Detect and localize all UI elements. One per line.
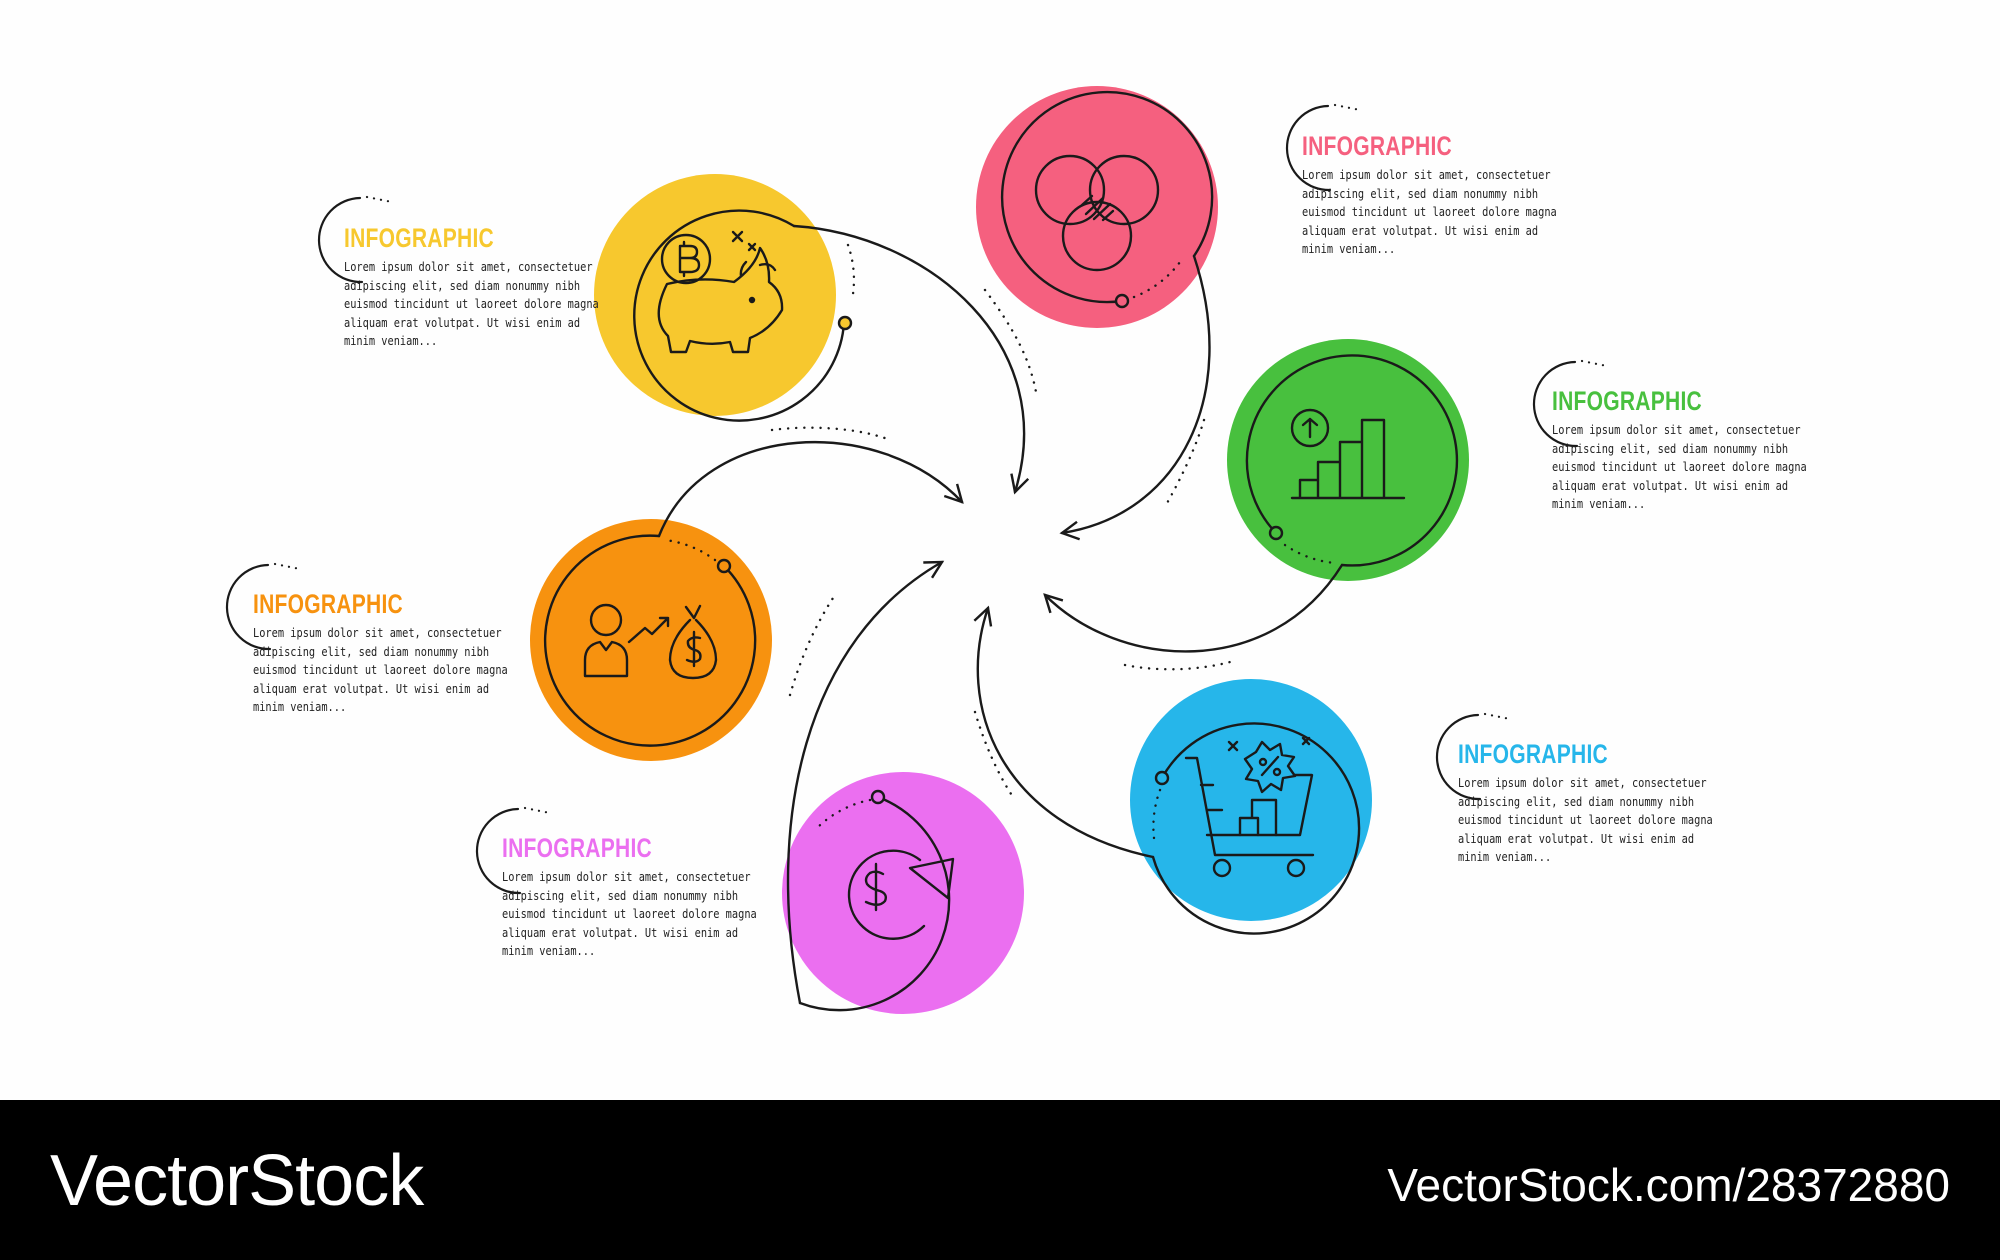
yellow-dotted-link <box>983 288 1038 394</box>
body-blue: Lorem ipsum dolor sit amet, consectetuer… <box>1458 776 1713 864</box>
violet-dotted-arc <box>813 798 872 832</box>
shopping-cart-discount-icon <box>1184 736 1315 878</box>
heading-violet: INFOGRAPHIC <box>502 833 653 863</box>
heading-green: INFOGRAPHIC <box>1552 386 1703 416</box>
pink-circle <box>976 86 1218 328</box>
body-violet: Lorem ipsum dolor sit amet, consectetuer… <box>502 870 757 958</box>
blue-ring <box>1151 722 1361 935</box>
pink-arrow <box>1059 254 1211 541</box>
yellow-ring-dot <box>837 315 853 331</box>
yellow-arrow <box>792 224 1030 495</box>
pink-bracket <box>1285 103 1362 192</box>
orange-bracket <box>225 562 302 651</box>
orange-ring-dot <box>716 558 732 574</box>
orange-circle <box>530 519 772 761</box>
violet-ring <box>798 795 951 1012</box>
text-block-yellow: INFOGRAPHIC Lorem ipsum dolor sit amet, … <box>344 222 624 351</box>
text-block-blue: INFOGRAPHIC Lorem ipsum dolor sit amet, … <box>1458 738 1738 867</box>
green-circle <box>1227 339 1469 581</box>
watermark-footer: VectorStock VectorStock.com/28372880 <box>0 1100 2000 1260</box>
text-block-pink: INFOGRAPHIC Lorem ipsum dolor sit amet, … <box>1302 130 1582 259</box>
green-dotted-link <box>1123 660 1232 671</box>
text-block-orange: INFOGRAPHIC Lorem ipsum dolor sit amet, … <box>253 588 533 717</box>
green-ring <box>1245 354 1459 567</box>
heading-orange: INFOGRAPHIC <box>253 589 404 619</box>
growth-chart-icon <box>1290 408 1406 500</box>
euler-diagram-icon <box>1034 154 1160 272</box>
orange-arrow <box>657 441 964 538</box>
heading-blue: INFOGRAPHIC <box>1458 739 1609 769</box>
pink-ring-dot <box>1114 293 1130 309</box>
green-ring-dot <box>1268 525 1284 541</box>
violet-dotted-link <box>788 593 837 697</box>
dollar-exchange-icon <box>847 849 955 940</box>
green-bracket <box>1532 359 1609 448</box>
violet-circle <box>782 772 1024 1014</box>
cycle-diagram <box>225 86 1609 1014</box>
yellow-dotted-arc <box>846 243 856 302</box>
orange-dotted-link <box>770 426 892 442</box>
orange-ring <box>544 534 757 747</box>
violet-arrow <box>786 560 945 1005</box>
yellow-ring <box>633 209 846 422</box>
yellow-bracket <box>317 195 394 284</box>
violet-ring-dot <box>870 789 886 805</box>
yellow-circle <box>594 174 836 416</box>
body-green: Lorem ipsum dolor sit amet, consectetuer… <box>1552 423 1807 511</box>
body-pink: Lorem ipsum dolor sit amet, consectetuer… <box>1302 168 1557 256</box>
text-block-green: INFOGRAPHIC Lorem ipsum dolor sit amet, … <box>1552 385 1832 514</box>
heading-pink: INFOGRAPHIC <box>1302 131 1453 161</box>
blue-bracket <box>1435 712 1512 801</box>
blue-arrow <box>973 605 1155 859</box>
body-yellow: Lorem ipsum dolor sit amet, consectetuer… <box>344 260 599 348</box>
bitcoin-piggy-bank-icon <box>657 230 784 354</box>
blue-ring-dot <box>1154 770 1170 786</box>
heading-yellow: INFOGRAPHIC <box>344 223 495 253</box>
body-orange: Lorem ipsum dolor sit amet, consectetuer… <box>253 626 508 714</box>
infographic-canvas: INFOGRAPHIC Lorem ipsum dolor sit amet, … <box>225 86 1832 1014</box>
blue-dotted-link <box>973 710 1017 802</box>
image-reference-text: VectorStock.com/28372880 <box>1387 1159 1950 1211</box>
green-arrow <box>1043 563 1344 653</box>
text-block-violet: INFOGRAPHIC Lorem ipsum dolor sit amet, … <box>502 832 782 961</box>
brand-logo-text: VectorStock <box>50 1141 424 1221</box>
violet-bracket <box>475 806 552 895</box>
sallary-icon <box>583 603 718 680</box>
pink-dotted-link <box>1164 418 1206 507</box>
green-dotted-arc <box>1283 543 1337 565</box>
pink-ring <box>1000 90 1214 304</box>
